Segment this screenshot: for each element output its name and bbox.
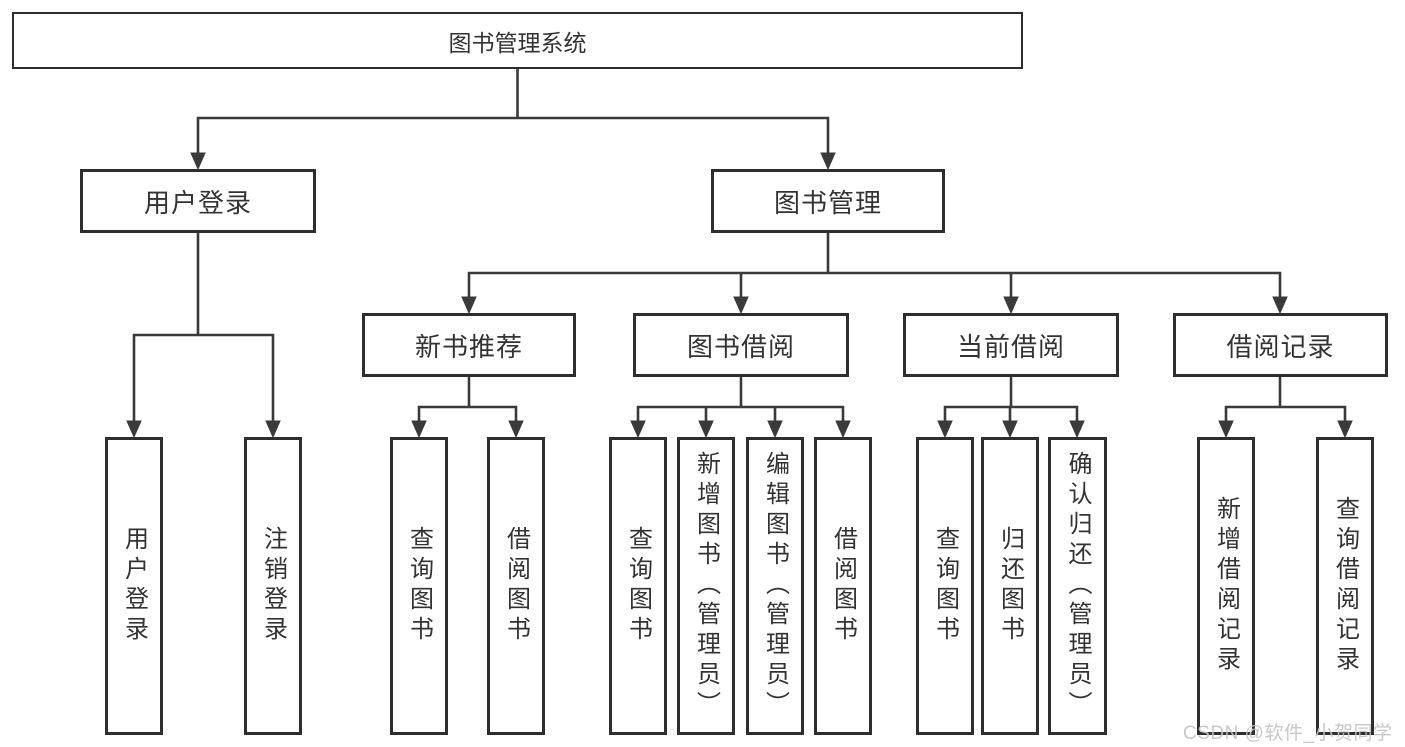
node-leaf-confirm-return-admin: 确认归还（管理员） xyxy=(1048,437,1107,735)
node-leaf-add-borrow-record-label: 新增借阅记录 xyxy=(1212,496,1240,676)
node-leaf-query-books-borrowing-label: 查询图书 xyxy=(624,526,652,646)
node-new-book-recommendation-label: 新书推荐 xyxy=(414,331,523,362)
node-leaf-user-login: 用户登录 xyxy=(105,437,163,735)
connector-path xyxy=(132,67,1347,425)
node-leaf-query-books-current-label: 查询图书 xyxy=(931,526,959,646)
node-leaf-logout-label: 注销登录 xyxy=(259,526,287,646)
node-leaf-borrow-books-recommend: 借阅图书 xyxy=(487,437,545,735)
node-user-login-group-label: 用户登录 xyxy=(143,187,252,218)
node-leaf-query-borrow-record-label: 查询借阅记录 xyxy=(1331,496,1359,676)
node-new-book-recommendation: 新书推荐 xyxy=(362,313,576,377)
node-root-library-system: 图书管理系统 xyxy=(12,12,1023,69)
node-borrowing-records: 借阅记录 xyxy=(1173,313,1388,377)
node-leaf-edit-books-admin: 编辑图书（管理员） xyxy=(746,437,804,735)
node-leaf-return-books-label: 归还图书 xyxy=(996,526,1024,646)
node-book-borrowing-label: 图书借阅 xyxy=(686,331,795,362)
node-leaf-confirm-return-admin-label: 确认归还（管理员） xyxy=(1064,451,1091,721)
node-leaf-borrow-books-borrowing: 借阅图书 xyxy=(814,437,872,735)
node-book-management: 图书管理 xyxy=(711,169,945,233)
node-leaf-borrow-books-borrowing-label: 借阅图书 xyxy=(829,526,857,646)
node-leaf-return-books: 归还图书 xyxy=(981,437,1039,735)
watermark: CSDN @软件_小贺同学 xyxy=(1183,723,1393,744)
node-current-borrowing: 当前借阅 xyxy=(903,313,1119,377)
arrowheads xyxy=(126,152,1353,439)
node-leaf-add-books-admin: 新增图书（管理员） xyxy=(677,437,735,735)
node-borrowing-records-label: 借阅记录 xyxy=(1226,331,1335,362)
node-leaf-query-borrow-record: 查询借阅记录 xyxy=(1316,437,1374,735)
node-book-management-label: 图书管理 xyxy=(773,187,882,218)
node-leaf-query-books-recommend-label: 查询图书 xyxy=(405,526,433,646)
node-leaf-add-borrow-record: 新增借阅记录 xyxy=(1197,437,1255,735)
node-leaf-user-login-label: 用户登录 xyxy=(120,526,148,646)
node-leaf-query-books-borrowing: 查询图书 xyxy=(609,437,667,735)
node-current-borrowing-label: 当前借阅 xyxy=(956,331,1065,362)
node-leaf-add-books-admin-label: 新增图书（管理员） xyxy=(692,451,720,721)
node-leaf-edit-books-admin-label: 编辑图书（管理员） xyxy=(761,451,789,721)
node-leaf-query-books-current: 查询图书 xyxy=(916,437,974,735)
node-leaf-borrow-books-recommend-label: 借阅图书 xyxy=(502,526,530,646)
node-user-login-group: 用户登录 xyxy=(80,169,316,233)
node-leaf-query-books-recommend: 查询图书 xyxy=(390,437,448,735)
node-root-label: 图书管理系统 xyxy=(448,29,587,56)
node-leaf-logout: 注销登录 xyxy=(244,437,302,735)
node-book-borrowing: 图书借阅 xyxy=(633,313,849,377)
